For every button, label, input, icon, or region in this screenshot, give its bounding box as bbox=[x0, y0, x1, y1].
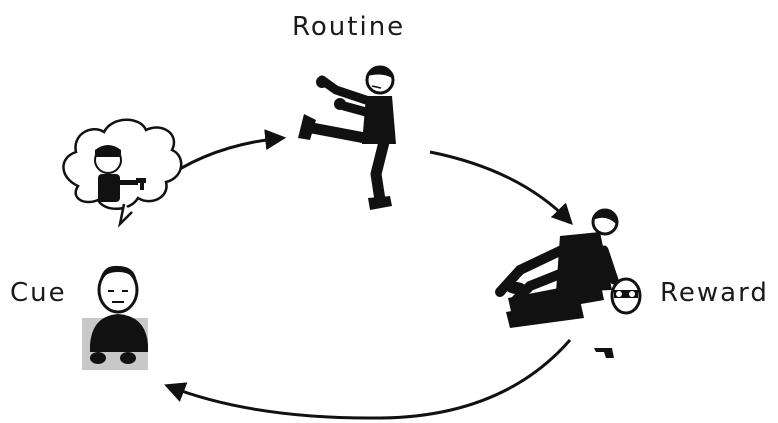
label-reward: Reward bbox=[660, 278, 769, 308]
thought-cloud-icon bbox=[63, 120, 181, 224]
dropped-gun-icon bbox=[594, 348, 614, 358]
label-cue: Cue bbox=[10, 278, 67, 308]
arrow-routine-to-reward bbox=[430, 152, 570, 222]
hero-pinning-icon bbox=[500, 210, 617, 300]
kicking-person-icon bbox=[298, 67, 396, 210]
label-routine: Routine bbox=[292, 12, 405, 42]
person-at-desk-icon bbox=[82, 266, 148, 370]
arrow-reward-to-cue bbox=[168, 340, 570, 418]
